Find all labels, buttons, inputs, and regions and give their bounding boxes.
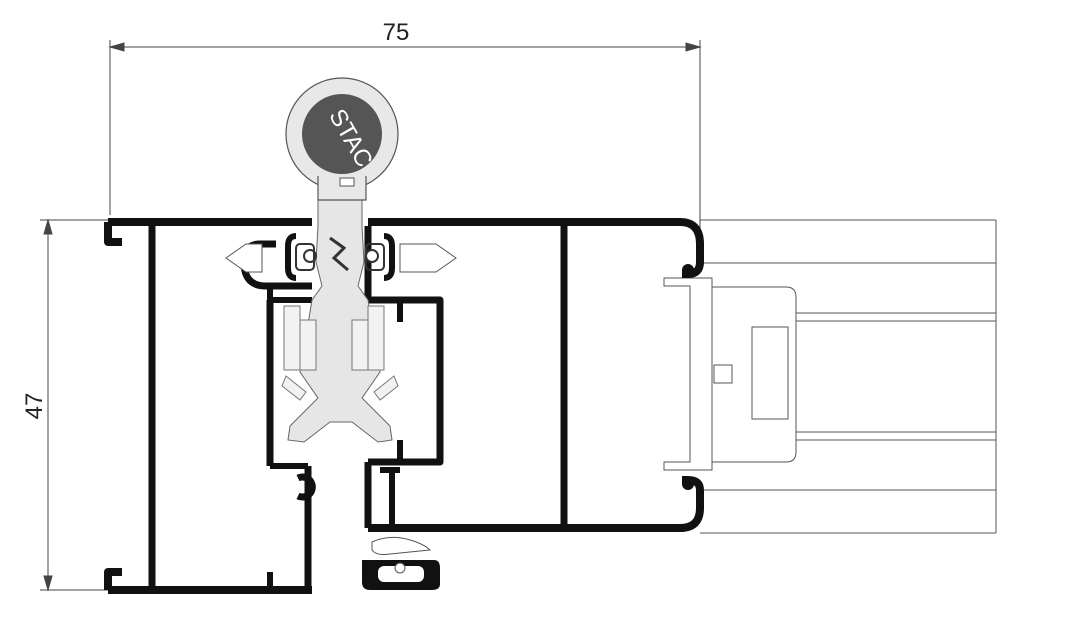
side-gaskets (225, 243, 457, 273)
width-arrow-right (685, 42, 702, 52)
width-dimension (108, 40, 702, 232)
width-arrow-left (108, 42, 125, 52)
height-arrow-bottom (43, 575, 53, 592)
glazing-unit (700, 219, 997, 534)
height-dimension-label: 47 (21, 393, 48, 420)
glazing-bead (663, 277, 797, 471)
bottom-gasket (362, 536, 440, 590)
thermal-break (287, 195, 393, 443)
insert-blocks (281, 305, 399, 401)
height-dimension (40, 218, 108, 592)
stac-logo-disc (302, 94, 382, 174)
width-dimension-label: 75 (383, 19, 410, 46)
height-arrow-top (43, 218, 53, 235)
stac-logo-tab: STAC (285, 77, 399, 201)
frame-profile (104, 218, 704, 594)
